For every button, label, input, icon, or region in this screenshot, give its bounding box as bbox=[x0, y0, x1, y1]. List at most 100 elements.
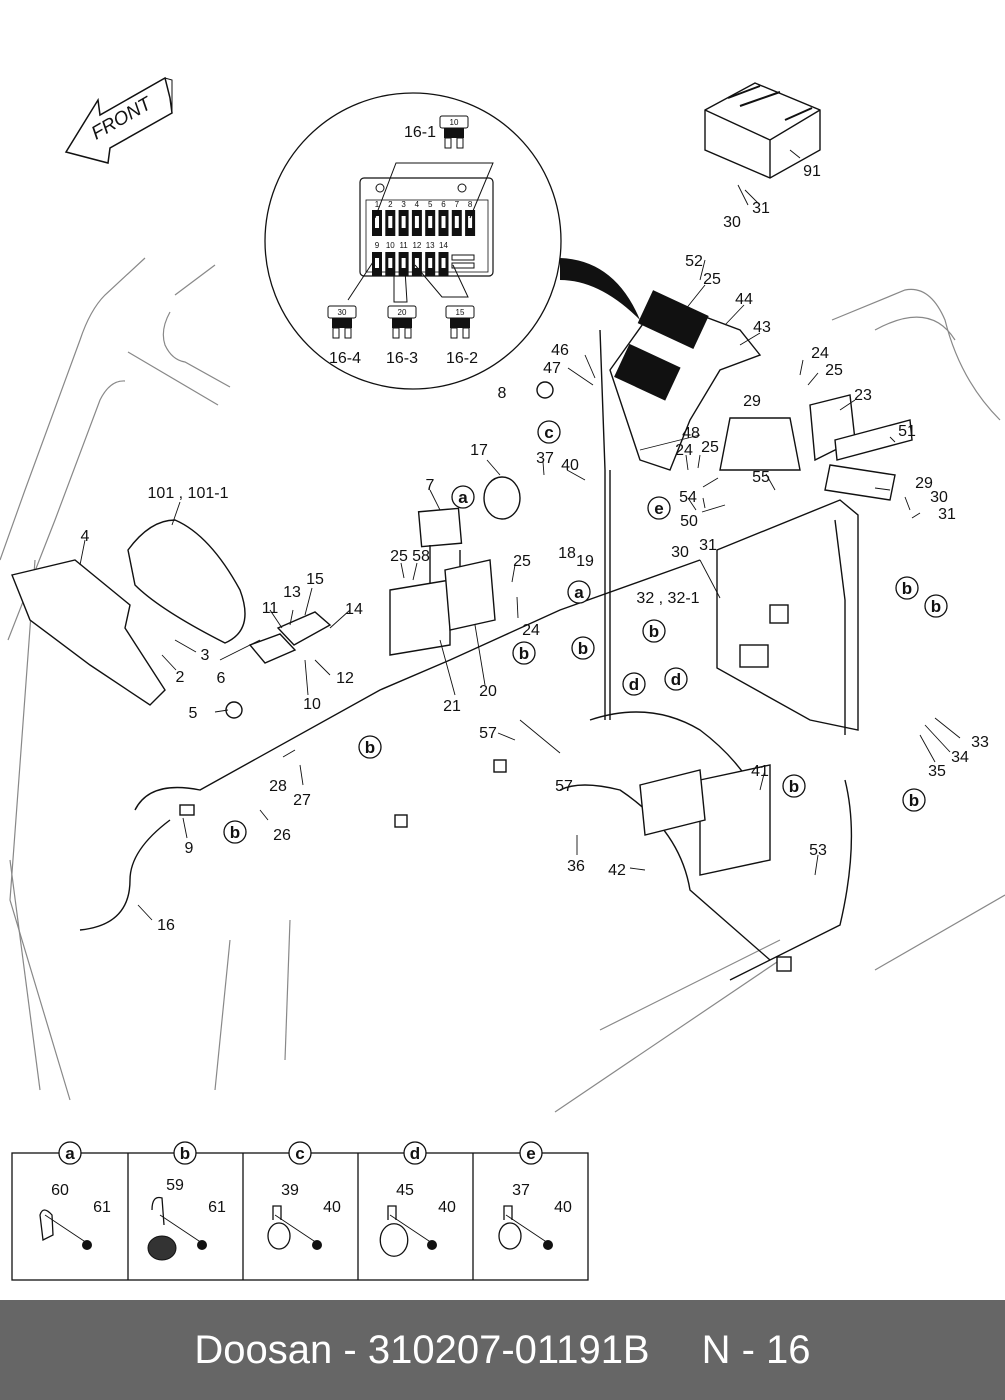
fuse-slot-number: 7 bbox=[455, 200, 460, 209]
footer-separator: - bbox=[343, 1327, 357, 1372]
part-label-p44: 44 bbox=[735, 291, 753, 308]
part-label-p28: 28 bbox=[269, 778, 287, 795]
fuse-slot-number: 5 bbox=[428, 200, 433, 209]
detail-part-label: 40 bbox=[554, 1199, 572, 1216]
part-label-p17: 17 bbox=[470, 442, 488, 459]
fuse-callout: 16-4 bbox=[329, 350, 361, 367]
fuse-slot-number: 13 bbox=[426, 241, 435, 250]
clamp-ref-letter: b bbox=[365, 738, 375, 757]
detail-panel-key: a bbox=[65, 1144, 75, 1163]
part-label-p21: 21 bbox=[443, 698, 461, 715]
part-label-p42: 42 bbox=[608, 862, 626, 879]
footer-page-ref: N - 16 bbox=[701, 1327, 811, 1372]
fuse-callout: 16-2 bbox=[446, 350, 478, 367]
part-label-p41: 41 bbox=[751, 763, 769, 780]
detail-part-label: 40 bbox=[438, 1199, 456, 1216]
fuse-rating: 15 bbox=[456, 308, 465, 317]
fuse-callout: 16-1 bbox=[404, 124, 436, 141]
part-label-p26: 26 bbox=[273, 827, 291, 844]
fuse-icon-16-2: 15 16-2 bbox=[445, 305, 478, 367]
clamp-ref-letter: b bbox=[789, 777, 799, 796]
part-label-p2: 2 bbox=[176, 669, 185, 686]
part-label-p47: 47 bbox=[543, 360, 561, 377]
part-label-p31c: 31 bbox=[699, 537, 717, 554]
part-label-p57b: 57 bbox=[555, 778, 573, 795]
detail-part-label: 59 bbox=[166, 1177, 184, 1194]
part-label-p53: 53 bbox=[809, 842, 827, 859]
clamp-ref-bubble-b: b bbox=[782, 774, 806, 798]
part-label-p25c: 25 bbox=[701, 439, 719, 456]
detail-part-label: 61 bbox=[208, 1199, 226, 1216]
part-label-p12: 12 bbox=[336, 670, 354, 687]
clamp-ref-bubble-d: d bbox=[622, 672, 646, 696]
clamp-ref-bubble-d: d bbox=[664, 667, 688, 691]
clamp-ref-letter: d bbox=[671, 670, 681, 689]
part-label-p52: 52 bbox=[685, 253, 703, 270]
part-label-p35: 35 bbox=[928, 763, 946, 780]
fuse-slot-number: 6 bbox=[441, 200, 446, 209]
part-label-p9: 9 bbox=[185, 840, 194, 857]
part-label-p43: 43 bbox=[753, 319, 771, 336]
detail-panel-key: d bbox=[410, 1144, 420, 1163]
fuse-slot-number: 1 bbox=[375, 200, 380, 209]
clamp-ref-bubble-e: e bbox=[647, 496, 671, 520]
part-label-p31a: 31 bbox=[752, 200, 770, 217]
part-label-p29a: 29 bbox=[743, 393, 761, 410]
clamp-ref-letter: b bbox=[649, 622, 659, 641]
part-label-p18: 18 bbox=[558, 545, 576, 562]
part-label-p58: 58 bbox=[412, 548, 430, 565]
part-label-p37: 37 bbox=[536, 450, 554, 467]
fuse-slot-number: 3 bbox=[401, 200, 406, 209]
part-label-p48: 48 bbox=[682, 425, 700, 442]
detail-panel-d: d 45 40 bbox=[379, 1141, 456, 1257]
part-label-p32: 32 , 32-1 bbox=[636, 590, 699, 607]
part-label-p24a: 24 bbox=[811, 345, 829, 362]
fuse-slot-number: 9 bbox=[375, 241, 380, 250]
part-label-p24c: 24 bbox=[522, 622, 540, 639]
fuse-slot-number: 4 bbox=[415, 200, 420, 209]
clamp-ref-letter: b bbox=[931, 597, 941, 616]
part-label-p23: 23 bbox=[854, 387, 872, 404]
detail-part-label: 40 bbox=[323, 1199, 341, 1216]
clamp-ref-letter: b bbox=[909, 791, 919, 810]
detail-part-label: 61 bbox=[93, 1199, 111, 1216]
footer-part-number: 310207-01191B bbox=[367, 1327, 650, 1372]
clamp-ref-bubble-b: b bbox=[512, 641, 536, 665]
front-arrow: FRONT bbox=[64, 76, 173, 164]
clamp-ref-bubble-a: a bbox=[451, 485, 475, 509]
part-label-p19: 19 bbox=[576, 553, 594, 570]
clamp-ref-bubble-b: b bbox=[895, 576, 919, 600]
fuse-slot-number: 2 bbox=[388, 200, 393, 209]
clamp-ref-letter: d bbox=[629, 675, 639, 694]
part-label-p15: 15 bbox=[306, 571, 324, 588]
clamp-ref-letter: b bbox=[230, 823, 240, 842]
fuse-slot-number: 11 bbox=[399, 241, 408, 250]
clamp-ref-bubble-b: b bbox=[642, 619, 666, 643]
drawing-body bbox=[11, 82, 913, 981]
clamp-ref-bubble-b: b bbox=[223, 820, 247, 844]
detail-part-label: 45 bbox=[396, 1182, 414, 1199]
fuse-slot-number: 8 bbox=[468, 200, 473, 209]
clamp-ref-letter: b bbox=[578, 639, 588, 658]
part-label-p31b: 31 bbox=[938, 506, 956, 523]
part-label-p25d: 25 bbox=[390, 548, 408, 565]
part-label-p55: 55 bbox=[752, 469, 770, 486]
part-label-p8: 8 bbox=[498, 385, 507, 402]
part-label-p91: 91 bbox=[803, 163, 821, 180]
detail-panel-key: e bbox=[526, 1144, 535, 1163]
part-label-p36: 36 bbox=[567, 858, 585, 875]
part-label-p25b: 25 bbox=[825, 362, 843, 379]
part-label-p16: 16 bbox=[157, 917, 175, 934]
clamp-ref-letter: b bbox=[902, 579, 912, 598]
part-label-p14: 14 bbox=[345, 601, 363, 618]
part-label-p27: 27 bbox=[293, 792, 311, 809]
part-label-p30b: 30 bbox=[930, 489, 948, 506]
footer-brand: Doosan bbox=[194, 1327, 333, 1372]
